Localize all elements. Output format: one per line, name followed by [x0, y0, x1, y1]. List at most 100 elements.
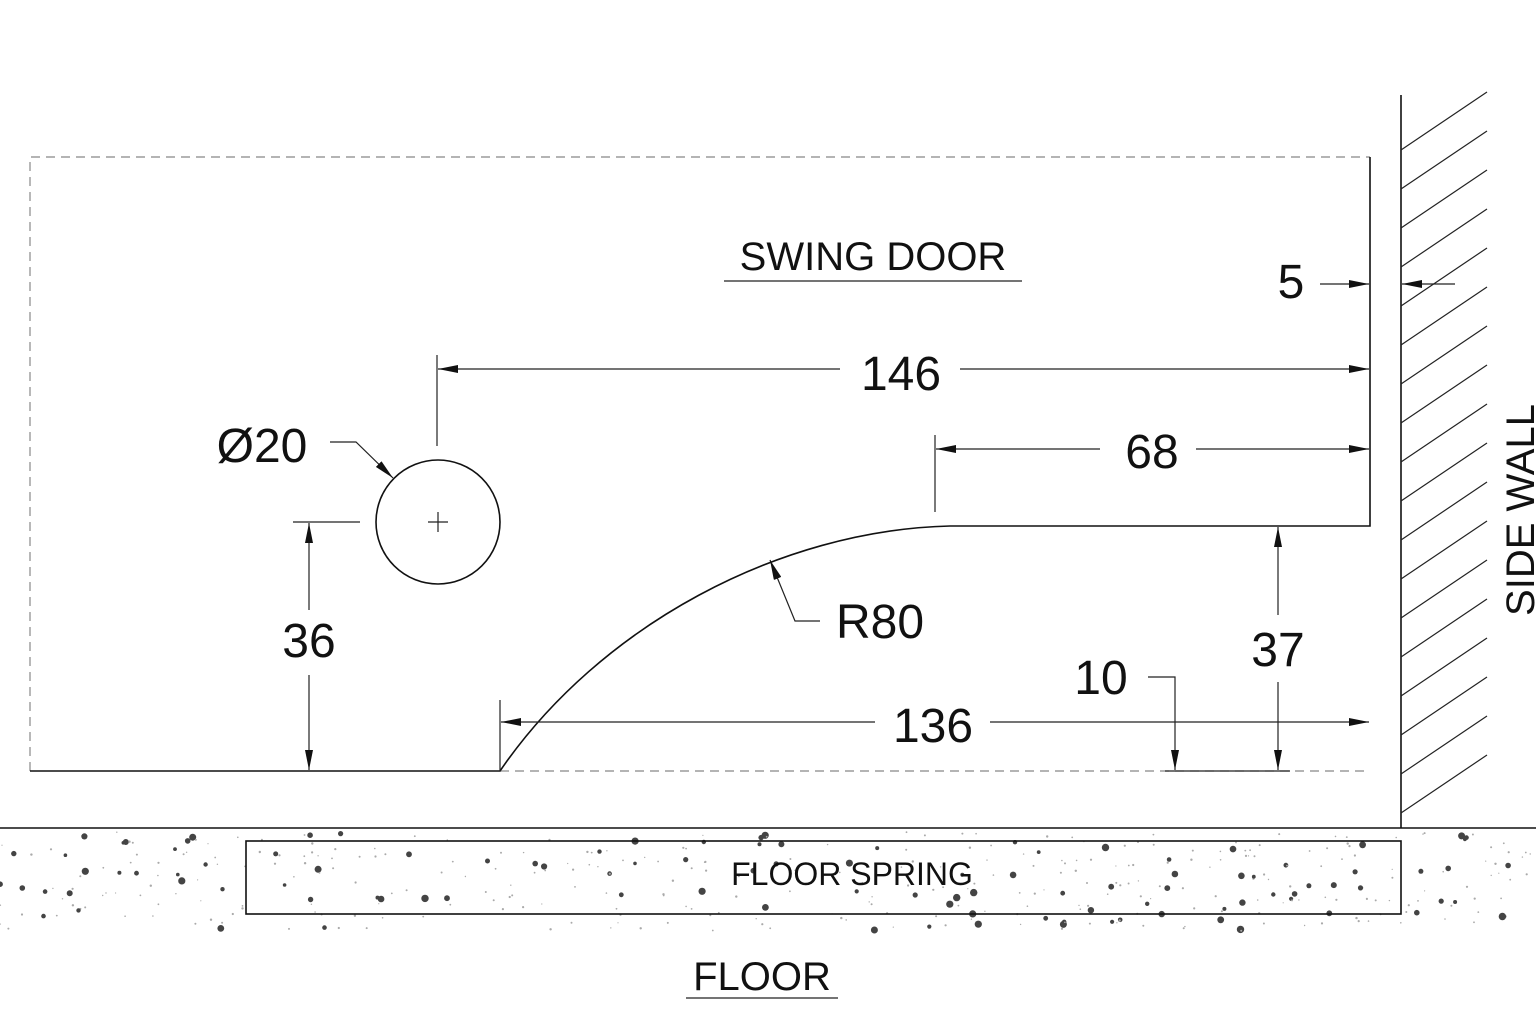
- speckle: [318, 872, 321, 874]
- speckle: [911, 860, 914, 863]
- speckle: [1477, 911, 1480, 913]
- speckle: [868, 901, 870, 903]
- hatch-line: [1400, 91, 1488, 151]
- speckle: [1239, 899, 1246, 906]
- speckle: [41, 913, 46, 919]
- speckle: [967, 888, 969, 890]
- speckle: [1071, 836, 1074, 839]
- speckle: [134, 870, 139, 876]
- speckle: [1335, 898, 1338, 901]
- speckle: [1043, 889, 1045, 891]
- speckle: [203, 862, 208, 867]
- speckle: [1164, 885, 1171, 891]
- side-wall: SIDE WALL: [1400, 91, 1536, 828]
- speckle: [975, 832, 977, 835]
- speckle: [384, 853, 387, 856]
- speckle: [288, 927, 290, 930]
- dimension-10: 10: [1074, 652, 1290, 772]
- speckle: [1088, 922, 1091, 925]
- dim-text-36: 36: [282, 615, 335, 668]
- speckle: [870, 903, 873, 906]
- speckle: [549, 928, 552, 931]
- speckle: [574, 886, 576, 888]
- speckle: [405, 889, 408, 892]
- speckle: [765, 835, 768, 838]
- speckle: [484, 891, 487, 893]
- speckle: [55, 914, 58, 917]
- dimension-37: 37: [1251, 527, 1305, 770]
- speckle: [449, 903, 452, 906]
- speckle: [1046, 835, 1049, 838]
- speckle: [1059, 871, 1062, 874]
- speckle: [821, 877, 823, 880]
- speckle: [11, 850, 17, 857]
- speckle: [685, 847, 687, 850]
- speckle: [314, 865, 322, 873]
- speckle: [189, 833, 197, 841]
- speckle: [973, 882, 976, 885]
- speckle: [1500, 897, 1502, 900]
- speckle: [52, 887, 54, 890]
- speckle: [586, 850, 589, 854]
- speckle: [1471, 833, 1474, 836]
- speckle: [116, 831, 118, 833]
- speckle: [307, 832, 313, 838]
- speckle: [293, 876, 295, 878]
- speckle: [311, 851, 314, 854]
- speckle: [485, 858, 490, 864]
- speckle: [923, 834, 926, 837]
- speckle: [1123, 844, 1126, 847]
- speckle: [861, 881, 864, 884]
- speckle: [1303, 924, 1306, 927]
- speckle: [1142, 924, 1145, 927]
- speckle: [1018, 892, 1021, 894]
- speckle: [755, 918, 757, 920]
- speckle: [1108, 883, 1115, 890]
- speckle: [451, 860, 454, 863]
- speckle: [332, 867, 335, 870]
- speckle: [1465, 885, 1469, 888]
- speckle: [1127, 882, 1130, 885]
- speckle: [1490, 874, 1492, 877]
- speckle: [273, 851, 279, 857]
- hatch-line: [1400, 325, 1488, 385]
- dim-text-r80: R80: [836, 596, 924, 649]
- speckle: [374, 855, 377, 858]
- speckle: [1391, 868, 1393, 871]
- speckle: [1, 844, 3, 846]
- speckle: [1320, 922, 1324, 925]
- speckle: [968, 846, 972, 849]
- speckle: [1485, 860, 1487, 862]
- speckle: [152, 915, 154, 917]
- speckle: [1256, 899, 1259, 901]
- side-wall-label: SIDE WALL: [1499, 404, 1536, 616]
- speckle: [1498, 912, 1507, 921]
- speckle: [20, 913, 24, 916]
- hatch-line: [1400, 598, 1488, 658]
- speckle: [1458, 832, 1466, 840]
- speckle: [644, 856, 646, 859]
- speckle: [1438, 898, 1444, 904]
- speckle: [762, 904, 769, 911]
- hatch-line: [1400, 715, 1488, 775]
- speckle: [1171, 870, 1179, 878]
- speckle: [464, 875, 467, 878]
- speckle: [986, 859, 988, 861]
- speckle: [1352, 869, 1358, 875]
- speckle: [1267, 878, 1270, 881]
- speckle: [1118, 919, 1121, 922]
- dimension-radius: R80: [769, 559, 924, 649]
- speckle: [1494, 862, 1497, 865]
- speckle: [1400, 922, 1402, 924]
- speckle: [1087, 904, 1090, 907]
- speckle: [1262, 922, 1265, 925]
- speckle: [492, 899, 495, 902]
- dimension-wall-gap: 5: [1278, 256, 1455, 309]
- speckle: [102, 866, 105, 869]
- speckle: [907, 884, 910, 887]
- speckle: [1502, 842, 1505, 845]
- speckle: [178, 877, 186, 885]
- speckle: [970, 888, 978, 897]
- speckle: [79, 875, 82, 878]
- speckle: [622, 859, 624, 862]
